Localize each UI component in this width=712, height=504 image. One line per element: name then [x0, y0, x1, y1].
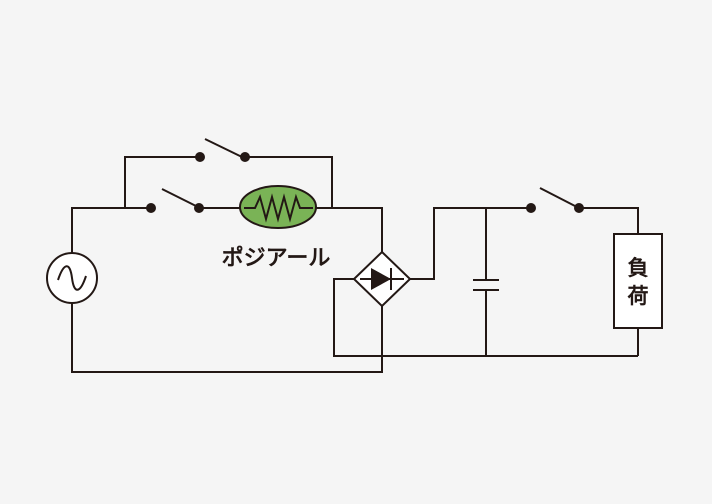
diode-bridge-icon — [352, 250, 412, 308]
resistor-icon — [239, 185, 317, 229]
bypass-switch-contact-left — [195, 152, 205, 162]
output-switch-contact-left — [526, 203, 536, 213]
output-switch — [526, 187, 639, 234]
output-switch-blade — [539, 187, 576, 207]
thermistor-label: ポジアール — [222, 245, 331, 271]
load-box: 負 荷 — [613, 233, 663, 329]
load-label-bottom: 荷 — [628, 284, 649, 308]
bypass-branch — [124, 138, 333, 208]
capacitor-icon — [473, 208, 499, 356]
bypass-switch-blade — [204, 138, 243, 158]
load-label-top: 負 — [628, 256, 649, 280]
main-line — [71, 185, 383, 262]
main-switch-contact-left — [146, 203, 156, 213]
ac-source-icon — [46, 252, 98, 304]
main-switch-blade — [161, 188, 199, 208]
